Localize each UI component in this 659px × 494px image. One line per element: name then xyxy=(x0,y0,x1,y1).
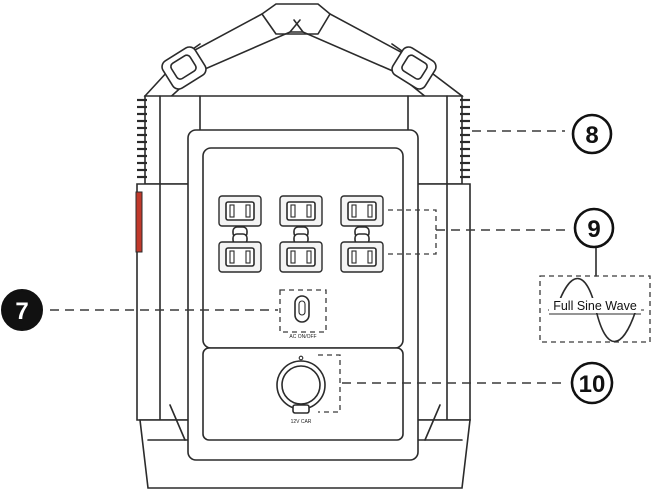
ac-power-label: AC ON/OFF xyxy=(289,334,316,340)
sine-wave-box: Full Sine Wave xyxy=(539,275,651,343)
svg-text:9: 9 xyxy=(587,216,600,243)
ac-outlet xyxy=(279,233,323,273)
ac-outlet xyxy=(218,233,262,273)
callout-10: 10 xyxy=(570,361,614,405)
top-handle xyxy=(143,3,464,103)
ac-outlets xyxy=(218,195,384,273)
right-vents xyxy=(460,98,470,179)
ac-outlet xyxy=(340,233,384,273)
ac-outlet xyxy=(279,195,323,238)
svg-text:Full Sine Wave: Full Sine Wave xyxy=(553,299,637,313)
svg-text:8: 8 xyxy=(585,122,598,149)
ac-outlet xyxy=(340,195,384,238)
ac-outlet xyxy=(218,195,262,238)
svg-text:10: 10 xyxy=(579,371,606,398)
dc-car-port[interactable] xyxy=(276,354,341,414)
leader-lines xyxy=(50,130,597,384)
side-latch xyxy=(135,191,143,253)
ac-power-button[interactable] xyxy=(279,289,327,333)
left-vents xyxy=(137,98,147,179)
callout-7: 7 xyxy=(1,289,43,331)
dc-port-label: 12V CAR xyxy=(291,419,312,425)
svg-text:7: 7 xyxy=(15,298,28,325)
callout-8: 8 xyxy=(571,113,613,155)
callout-9: 9 xyxy=(573,207,615,249)
